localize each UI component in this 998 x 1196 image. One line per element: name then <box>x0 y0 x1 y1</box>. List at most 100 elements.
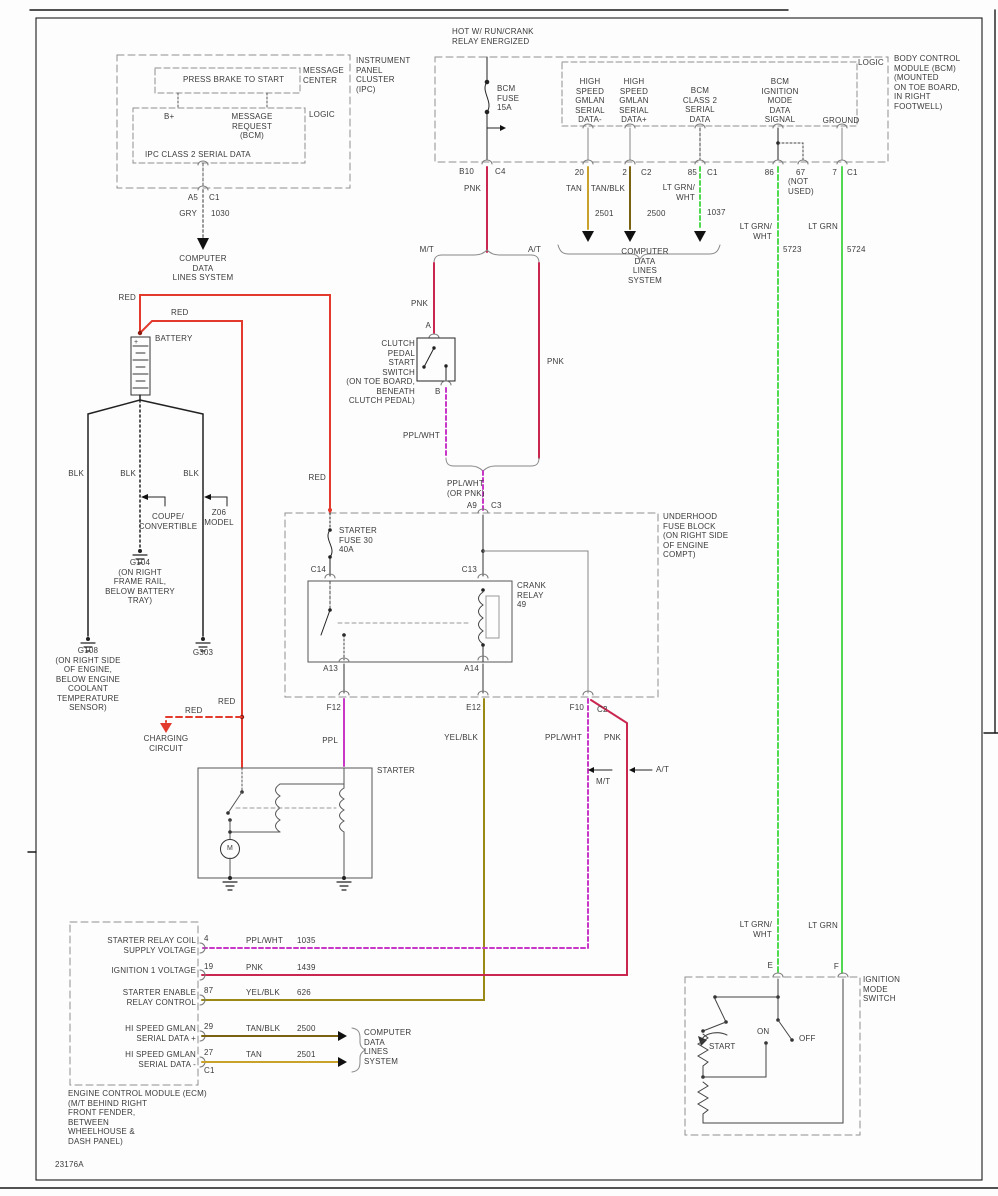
ground-g104-label: G104 (ON RIGHT FRAME RAIL, BELOW BATTERY… <box>105 558 175 605</box>
ecm-row-4-pin: 27 <box>204 1048 214 1057</box>
wire-color-red-fb: RED <box>308 473 326 482</box>
crank-relay-switch <box>320 580 471 661</box>
coupe-label: COUPE/ CONVERTIBLE <box>138 512 198 531</box>
page-frame <box>0 9 998 1189</box>
ecm-row-1-circuit: 1439 <box>297 963 316 972</box>
ecm-row-0-circuit: 1035 <box>297 936 316 945</box>
wire-color-ltgrn: LT GRN <box>808 222 838 231</box>
ecm-row-4-color: TAN <box>246 1050 263 1059</box>
pin-20: 20 <box>574 168 584 177</box>
on-position-label: ON <box>757 1027 770 1036</box>
ipc-module <box>116 54 351 250</box>
computer-data-bracket <box>557 244 721 260</box>
motor-m-label: M <box>226 845 234 852</box>
wire-red-starter <box>139 320 243 769</box>
ecm-row-4-name: HI SPEED GMLAN SERIAL DATA - <box>125 1050 196 1069</box>
sig-gmlan-plus: HIGH SPEED GMLAN SERIAL DATA+ <box>619 77 649 124</box>
ground-g104-icon <box>132 549 148 564</box>
diagram-code: 23176A <box>55 1160 84 1169</box>
pin-67: 67 <box>796 168 806 177</box>
wire-yelblk-626 <box>201 698 485 1001</box>
terminal-b: B <box>435 387 441 396</box>
coupe-arrow-icon <box>141 494 148 500</box>
hot-in-run-label: HOT W/ RUN/CRANK RELAY ENERGIZED <box>452 27 534 46</box>
start-position-label: START <box>709 1042 736 1051</box>
ground-g108-icon <box>80 637 96 652</box>
crank-relay-coil <box>478 588 500 647</box>
circuit-2500: 2500 <box>647 209 666 218</box>
ecm-row-4-circuit: 2501 <box>297 1050 316 1059</box>
ipc-title: INSTRUMENT PANEL CLUSTER (IPC) <box>356 56 411 94</box>
wire-color-ppl: PPL <box>322 736 338 745</box>
press-brake-message: PRESS BRAKE TO START <box>183 75 285 84</box>
bcm-fuse-symbol <box>484 56 506 161</box>
circuit-2501: 2501 <box>595 209 614 218</box>
terminal-a: A <box>425 321 431 330</box>
pin-f: F <box>833 962 839 971</box>
split-bracket <box>433 249 540 264</box>
starter-fuse-label: STARTER FUSE 30 40A <box>339 526 377 554</box>
wire-color-gry: GRY <box>179 209 197 218</box>
pin-c1: C1 <box>209 193 220 202</box>
z06-arrow-icon <box>204 494 211 500</box>
bcm-dest-label: COMPUTER DATA LINES SYSTEM <box>621 247 669 285</box>
ecm-row-0-name: STARTER RELAY COIL SUPPLY VOLTAGE <box>107 936 196 955</box>
wire-color-blk3: BLK <box>183 469 199 478</box>
not-used-label: (NOT USED) <box>788 177 814 196</box>
fuse-block-output-wires <box>201 698 653 1001</box>
message-center-label: MESSAGE CENTER <box>303 66 344 85</box>
charging-circuit-label: CHARGING CIRCUIT <box>143 734 189 753</box>
starter-ground-icons <box>222 876 352 891</box>
ecm-data-bracket <box>351 1027 366 1073</box>
pin-b10: B10 <box>459 167 474 176</box>
starter-fuse-symbol <box>327 508 333 577</box>
battery-ground-wires <box>87 394 204 637</box>
at-label: A/T <box>528 245 542 254</box>
sig-ground: GROUND <box>822 116 860 125</box>
ground-g303-icon <box>195 637 211 652</box>
pin-c4: C4 <box>495 167 506 176</box>
wire-red-charging <box>165 716 243 723</box>
ecm-row-1-name: IGNITION 1 VOLTAGE <box>111 966 196 975</box>
wire-color-red-diag: RED <box>171 308 189 317</box>
wire-color-red-top: RED <box>118 293 136 302</box>
start-arc <box>701 1032 728 1040</box>
wire-color-ltgrnwht-5723: LT GRN/ WHT <box>739 222 772 241</box>
wire-color-blk2: BLK <box>120 469 136 478</box>
ecm-dest-label: COMPUTER DATA LINES SYSTEM <box>364 1028 412 1066</box>
pin-c3: C3 <box>491 501 502 510</box>
pin-f10: F10 <box>569 703 584 712</box>
charging-arrow-icon <box>160 723 172 733</box>
battery-circuit <box>80 294 331 769</box>
sig-class2: BCM CLASS 2 SERIAL DATA <box>682 86 718 124</box>
starter-label: STARTER <box>377 766 415 775</box>
ecm-title: ENGINE CONTROL MODULE (ECM) (M/T BEHIND … <box>68 1089 207 1146</box>
wire-color-pnk-mt: PNK <box>410 299 428 308</box>
sig-gmlan-minus: HIGH SPEED GMLAN SERIAL DATA- <box>575 77 605 124</box>
off-position-label: OFF <box>799 1034 816 1043</box>
solenoid-winding <box>339 787 345 833</box>
ecm-row-2-circuit: 626 <box>297 988 311 997</box>
z06-label: Z06 MODEL <box>204 508 234 527</box>
pin-c1a: C1 <box>707 168 718 177</box>
wire-color-red-dash: RED <box>185 706 203 715</box>
wire-red-fuseblock <box>139 294 331 513</box>
resistor-1 <box>697 1033 709 1067</box>
bcm-logic-label: LOGIC <box>858 58 884 67</box>
down-arrow-icon <box>197 238 209 250</box>
circuit-1037: 1037 <box>707 208 726 217</box>
wire-color-yelblk: YEL/BLK <box>444 733 478 742</box>
pin-2: 2 <box>622 168 627 177</box>
at-label-2: A/T <box>656 765 670 774</box>
pin-a13: A13 <box>323 664 338 673</box>
fuse-block-title: UNDERHOOD FUSE BLOCK (ON RIGHT SIDE OF E… <box>663 512 729 559</box>
ecm-row-1-color: PNK <box>246 963 264 972</box>
pin-c14: C14 <box>310 565 326 574</box>
pin-f12: F12 <box>326 703 341 712</box>
starter-assembly <box>197 767 373 891</box>
pin-c2-fb: C2 <box>597 705 608 714</box>
ecm-row-3-color: TAN/BLK <box>246 1024 281 1033</box>
ecm-row-3-pin: 29 <box>204 1022 214 1031</box>
ipc-logic-label: LOGIC <box>309 110 335 119</box>
